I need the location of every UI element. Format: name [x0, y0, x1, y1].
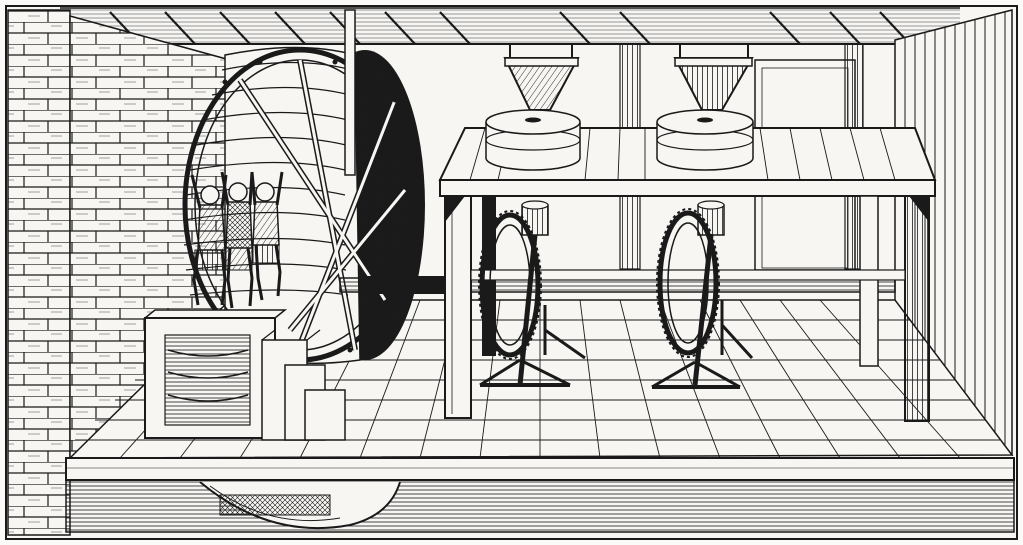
- ceiling-beams: [60, 7, 960, 45]
- stone-steps: [142, 309, 346, 441]
- vertical-post: [344, 9, 356, 176]
- worker-1: [190, 174, 228, 306]
- gear-wheel-left: [478, 200, 586, 387]
- worker-3: [250, 171, 284, 301]
- millstones: [485, 109, 754, 171]
- water-channel: [65, 479, 1015, 533]
- gear-wheel-right: [651, 200, 754, 389]
- millstone-left: [485, 109, 581, 171]
- millstone-right: [656, 109, 754, 171]
- worker-2: [220, 171, 254, 309]
- workers: [190, 171, 284, 309]
- gear-wheels: [478, 200, 754, 389]
- hopper-left: [503, 44, 580, 111]
